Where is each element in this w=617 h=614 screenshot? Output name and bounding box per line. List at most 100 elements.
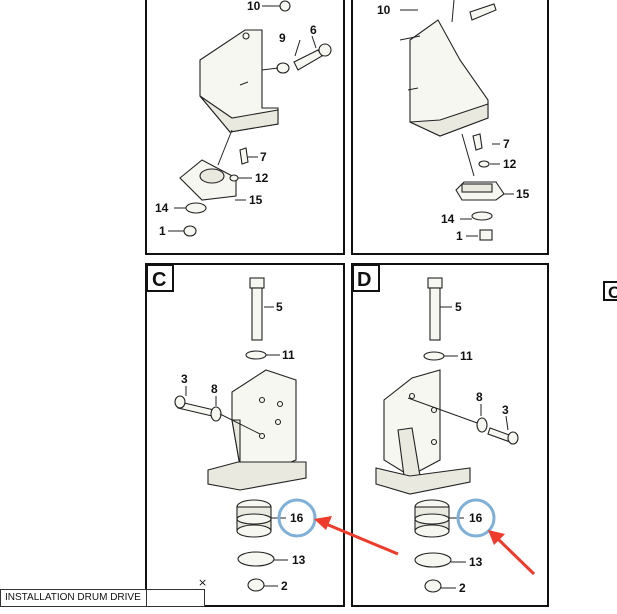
callout-9: 9 <box>279 31 286 45</box>
bracket-hole <box>276 400 284 408</box>
arrow-c-head <box>314 516 332 530</box>
bolt-5-head <box>427 277 443 289</box>
bracket-hole <box>258 396 266 404</box>
washer-9-line <box>261 67 279 71</box>
bracket-gusset <box>231 419 241 467</box>
caption-text: INSTALLATION DRUM DRIVE <box>5 592 141 603</box>
partial-panel-label-box: C <box>603 281 617 301</box>
nut-2 <box>424 579 442 593</box>
mount-bracket <box>231 369 297 473</box>
bolt-path <box>407 397 481 425</box>
arrow-c <box>325 522 399 556</box>
panel-d-letter: D <box>357 269 371 291</box>
callout-10: 10 <box>247 0 261 13</box>
bracket-hole <box>408 392 416 400</box>
callout-13: 13 <box>292 553 306 567</box>
washer-8 <box>476 417 488 433</box>
bolt-path <box>219 413 261 435</box>
callout-15: 15 <box>249 193 263 207</box>
bolt-3-head <box>507 431 519 445</box>
bracket-base <box>207 461 307 491</box>
bolt-5-head <box>249 277 265 289</box>
close-icon[interactable]: × <box>198 576 208 589</box>
callout-3: 3 <box>502 403 509 417</box>
bolt <box>469 3 497 21</box>
callout-14: 14 <box>155 201 169 215</box>
bracket-base <box>375 467 471 495</box>
bracket-hole <box>258 432 266 440</box>
panel-d-letter-box <box>352 264 380 292</box>
bolt-3-head <box>174 395 186 409</box>
caption-field <box>1 590 147 606</box>
rubber-mount-16-ring <box>236 513 272 525</box>
callout-10: 10 <box>377 3 391 17</box>
rubber-mount <box>461 183 493 193</box>
bolt-6-head <box>318 43 332 57</box>
panel-c: C 5 11 3 8 16 1 <box>145 263 345 607</box>
leader <box>311 35 317 49</box>
bolt-5 <box>251 287 263 341</box>
callout-3: 3 <box>181 372 188 386</box>
bolt-line <box>407 87 419 91</box>
bolt-line <box>399 35 421 41</box>
bracket-base <box>409 103 489 137</box>
rubber-mount-16-bottom <box>236 524 272 538</box>
arrow-d <box>496 537 536 576</box>
bracket-base <box>199 95 279 133</box>
washer-14 <box>185 202 207 214</box>
rubber-mount <box>199 168 225 184</box>
callout-2: 2 <box>459 581 466 595</box>
arrow-d-head <box>488 530 505 545</box>
mount-bracket <box>383 369 441 477</box>
washer-12 <box>229 174 239 182</box>
washer-11 <box>245 350 267 360</box>
callout-7: 7 <box>503 137 510 151</box>
callout-16: 16 <box>290 511 304 525</box>
washer-14 <box>471 211 493 221</box>
partial-panel-label: C <box>608 283 617 299</box>
washer-8 <box>210 406 222 422</box>
panel-c-letter-box <box>146 264 174 292</box>
panel-c-letter: C <box>152 269 166 291</box>
bolt-7 <box>239 147 249 165</box>
highlight-circle-16 <box>277 498 317 538</box>
callout-8: 8 <box>476 390 483 404</box>
panel-d-frame <box>351 263 549 607</box>
annotation-arrows <box>314 516 536 576</box>
panel-d: D 5 11 8 3 16 13 2 <box>351 263 549 607</box>
callout-7: 7 <box>260 150 267 164</box>
bracket-hole <box>242 32 250 40</box>
callout-6: 6 <box>310 23 317 37</box>
caption-bar: INSTALLATION DRUM DRIVE <box>0 589 205 607</box>
axis-line <box>217 129 233 166</box>
axis-line <box>461 133 475 177</box>
bolt-6 <box>293 49 323 71</box>
panel-top-left-frame <box>145 0 345 255</box>
washer-12 <box>478 160 490 168</box>
callout-5: 5 <box>455 300 462 314</box>
nut-1 <box>183 225 197 237</box>
washer-13 <box>414 552 452 568</box>
rubber-mount-16-bottom <box>414 524 450 538</box>
callout-1: 1 <box>456 229 463 243</box>
callout-8: 8 <box>211 382 218 396</box>
nut-2 <box>247 578 265 592</box>
bolt-line <box>239 81 249 86</box>
bolt-7 <box>472 133 483 151</box>
panel-top-left: 10 9 6 7 12 14 15 1 <box>145 0 345 255</box>
callout-15: 15 <box>516 187 530 201</box>
bracket-hole <box>274 418 282 426</box>
panel-top-right: 10 7 12 15 14 1 <box>351 0 549 255</box>
callout-5: 5 <box>276 300 283 314</box>
highlight-circle-16 <box>456 498 496 538</box>
washer-9 <box>276 62 290 74</box>
leader <box>451 0 455 23</box>
callout-12: 12 <box>503 157 517 171</box>
leader <box>294 39 301 57</box>
callout-12: 12 <box>255 171 269 185</box>
leader <box>505 415 509 431</box>
washer-10 <box>279 0 291 12</box>
callout-16: 16 <box>469 511 483 525</box>
callout-14: 14 <box>441 212 455 226</box>
